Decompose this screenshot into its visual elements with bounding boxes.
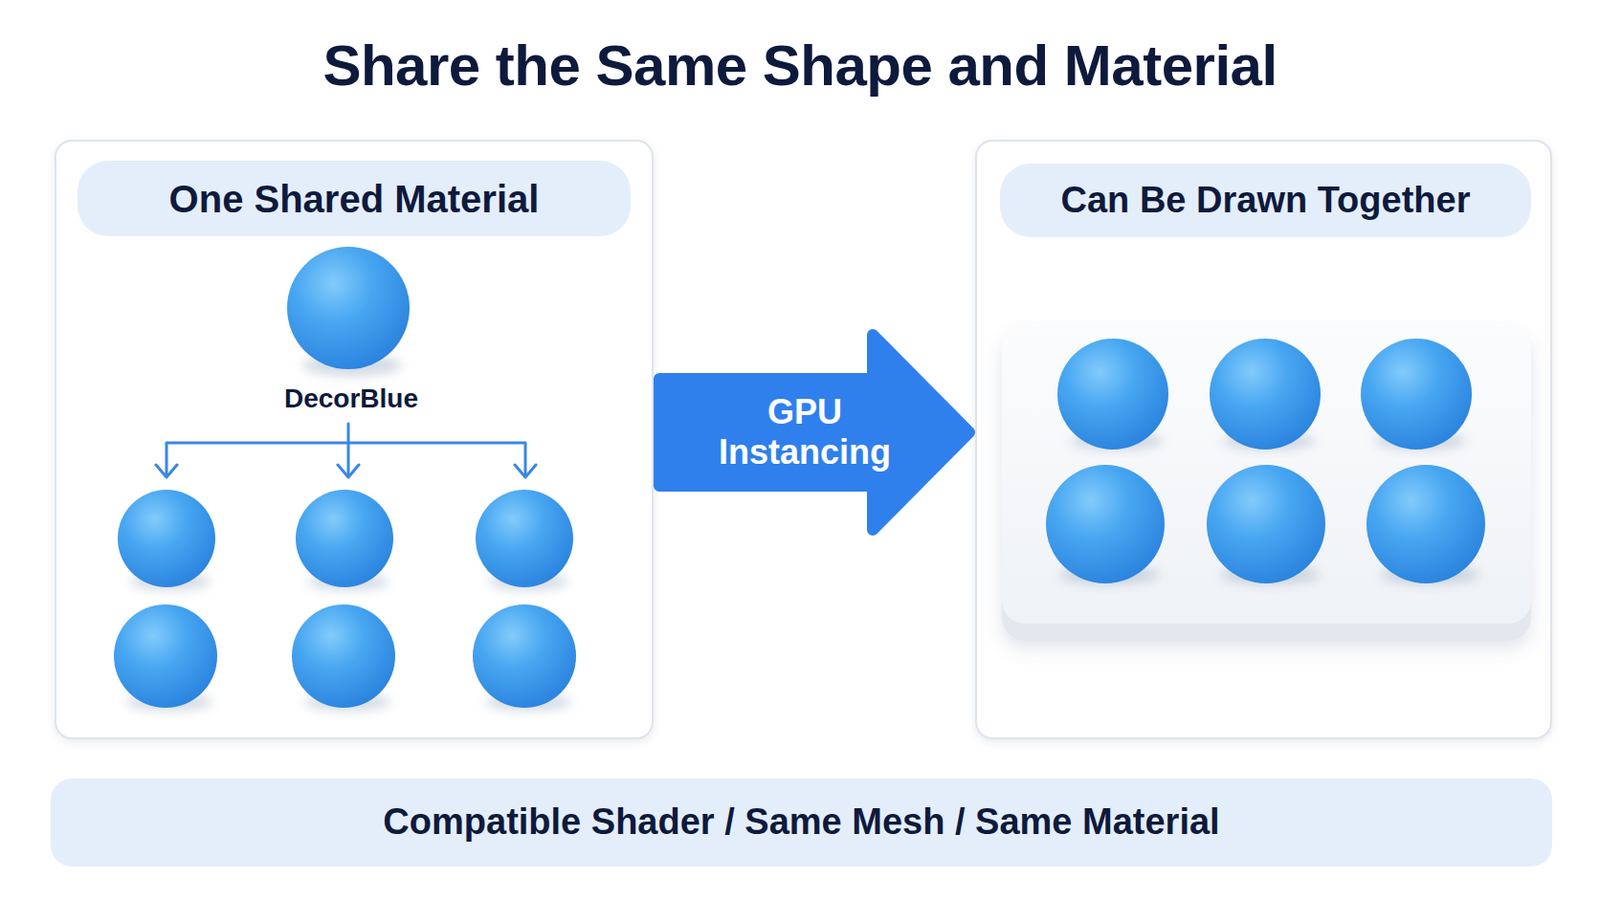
panel-heading: Can Be Drawn Together (1000, 163, 1532, 238)
material-panel: One Shared Material (54, 139, 654, 740)
block-arrow (659, 334, 970, 531)
material-name: DecorBlue (207, 383, 495, 415)
diagram-title: Share the Same Shape and Material (0, 30, 1600, 102)
panel-heading: One Shared Material (77, 160, 631, 237)
edge-label: GPU Instancing (680, 392, 930, 473)
result-panel: Can Be Drawn Together (975, 139, 1553, 740)
band-text: Compatible Shader / Same Mesh / Same Mat… (363, 801, 1239, 845)
requirements-band: Compatible Shader / Same Mesh / Same Mat… (50, 778, 1553, 867)
